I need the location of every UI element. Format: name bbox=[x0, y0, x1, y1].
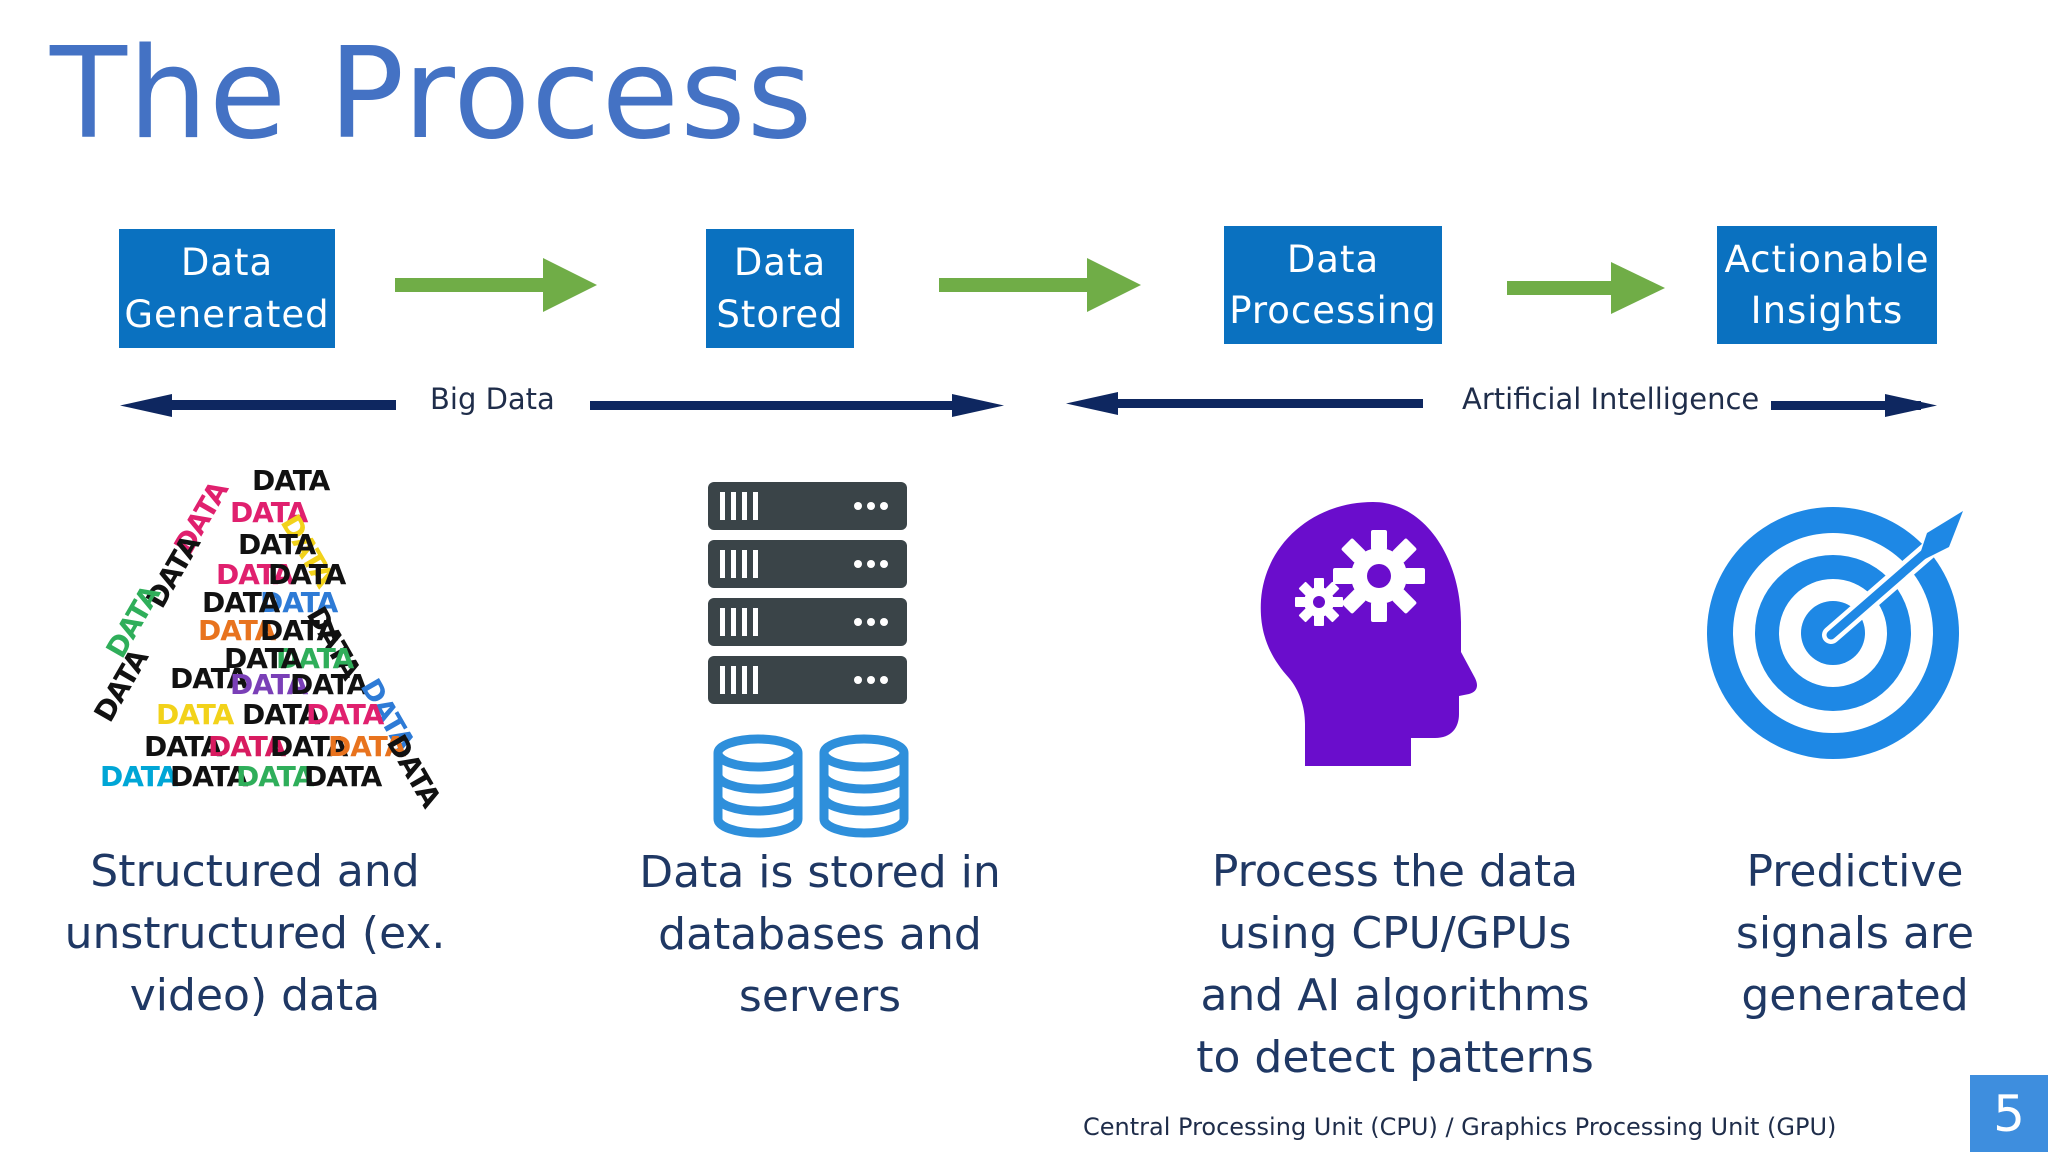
word-cloud-word: DATA bbox=[304, 760, 383, 793]
ai-right-arrow-icon bbox=[1771, 394, 1937, 417]
word-cloud-word: DATA bbox=[170, 760, 249, 793]
step-label-line2: Stored bbox=[716, 292, 844, 336]
word-cloud-word: DATA bbox=[156, 698, 235, 731]
step-label-line1: Data bbox=[733, 241, 827, 285]
caption-data-processing: Process the data using CPU/GPUs and AI a… bbox=[1175, 841, 1615, 1089]
caption-line: Predictive bbox=[1746, 846, 1964, 897]
page-title: The Process bbox=[50, 20, 814, 167]
word-cloud-word: DATA bbox=[100, 760, 179, 793]
caption-line: Process the data bbox=[1211, 846, 1579, 897]
word-cloud-word: DATA bbox=[236, 760, 315, 793]
caption-line: video) data bbox=[129, 970, 381, 1021]
caption-line: signals are bbox=[1735, 908, 1975, 959]
word-cloud-word: DATA bbox=[260, 586, 339, 619]
word-cloud-word: DATA bbox=[216, 558, 295, 591]
big-data-left-arrow-icon bbox=[120, 394, 396, 417]
target-arrow-icon bbox=[1707, 507, 1963, 759]
caption-data-stored: Data is stored in databases and servers bbox=[610, 842, 1030, 1028]
word-cloud-word: DATA bbox=[238, 528, 317, 561]
caption-line: to detect patterns bbox=[1196, 1032, 1594, 1083]
step-label-line2: Insights bbox=[1750, 289, 1904, 332]
word-cloud-word: DATA bbox=[202, 586, 281, 619]
word-cloud-word: DATA bbox=[306, 698, 385, 731]
word-cloud-word: DATA bbox=[260, 614, 339, 647]
word-cloud-word: DATA bbox=[224, 642, 303, 675]
ai-left-arrow-icon bbox=[1066, 392, 1423, 415]
step-label-line1: Data bbox=[180, 241, 274, 285]
word-cloud-word: DATA bbox=[198, 614, 277, 647]
data-word-cloud-icon: DATADATADATADATADATADATADATADATADATADATA… bbox=[87, 464, 448, 814]
step-label-line1: Data bbox=[1286, 237, 1380, 281]
word-cloud-word: DATA bbox=[230, 668, 309, 701]
caption-line: Structured and bbox=[90, 846, 420, 897]
database-icon bbox=[713, 734, 909, 838]
step-data-stored: Data Stored bbox=[706, 229, 854, 348]
caption-line: unstructured (ex. bbox=[64, 908, 446, 959]
step-data-generated: Data Generated bbox=[119, 229, 335, 348]
word-cloud-word: DATA bbox=[230, 496, 309, 529]
flow-arrow-2-icon bbox=[939, 258, 1141, 312]
caption-line: and AI algorithms bbox=[1200, 970, 1590, 1021]
caption-line: databases and bbox=[658, 909, 982, 960]
caption-actionable-insights: Predictive signals are generated bbox=[1700, 841, 2010, 1027]
server-rack-icon bbox=[708, 482, 909, 838]
word-cloud-word: DATA bbox=[242, 698, 321, 731]
word-cloud-word: DATA bbox=[268, 558, 347, 591]
word-cloud-word: DATA bbox=[87, 643, 155, 728]
step-actionable-insights: Actionable Insights bbox=[1717, 226, 1937, 344]
word-cloud-word: DATA bbox=[270, 730, 349, 763]
word-cloud-word: DATA bbox=[144, 730, 223, 763]
step-label-line1: Actionable bbox=[1724, 237, 1930, 281]
big-data-right-arrow-icon bbox=[590, 394, 1004, 417]
word-cloud-word: DATA bbox=[380, 729, 448, 814]
step-data-processing: Data Processing bbox=[1224, 226, 1442, 344]
step-label-line2: Generated bbox=[124, 292, 330, 336]
big-data-label: Big Data bbox=[430, 382, 555, 416]
word-cloud-word: DATA bbox=[290, 668, 369, 701]
caption-line: servers bbox=[738, 971, 902, 1022]
artificial-intelligence-label: Artificial Intelligence bbox=[1462, 382, 1760, 416]
word-cloud-word: DATA bbox=[328, 730, 407, 763]
caption-line: generated bbox=[1741, 970, 1969, 1021]
step-label-line2: Processing bbox=[1229, 289, 1437, 332]
word-cloud-word: DATA bbox=[170, 662, 249, 695]
caption-data-generated: Structured and unstructured (ex. video) … bbox=[40, 841, 470, 1027]
caption-line: Data is stored in bbox=[639, 847, 1001, 898]
brain-gears-icon bbox=[1260, 502, 1477, 766]
caption-line: using CPU/GPUs bbox=[1218, 908, 1572, 959]
word-cloud-word: DATA bbox=[276, 642, 355, 675]
flow-arrow-1-icon bbox=[395, 258, 597, 312]
footnote: Central Processing Unit (CPU) / Graphics… bbox=[1083, 1113, 1837, 1141]
range-arrows bbox=[120, 392, 1937, 417]
page-number-badge: 5 bbox=[1970, 1075, 2048, 1152]
word-cloud-word: DATA bbox=[252, 464, 331, 497]
flow-arrows bbox=[150, 258, 1665, 409]
flow-arrow-3-icon bbox=[1507, 262, 1665, 314]
word-cloud-word: DATA bbox=[208, 730, 287, 763]
